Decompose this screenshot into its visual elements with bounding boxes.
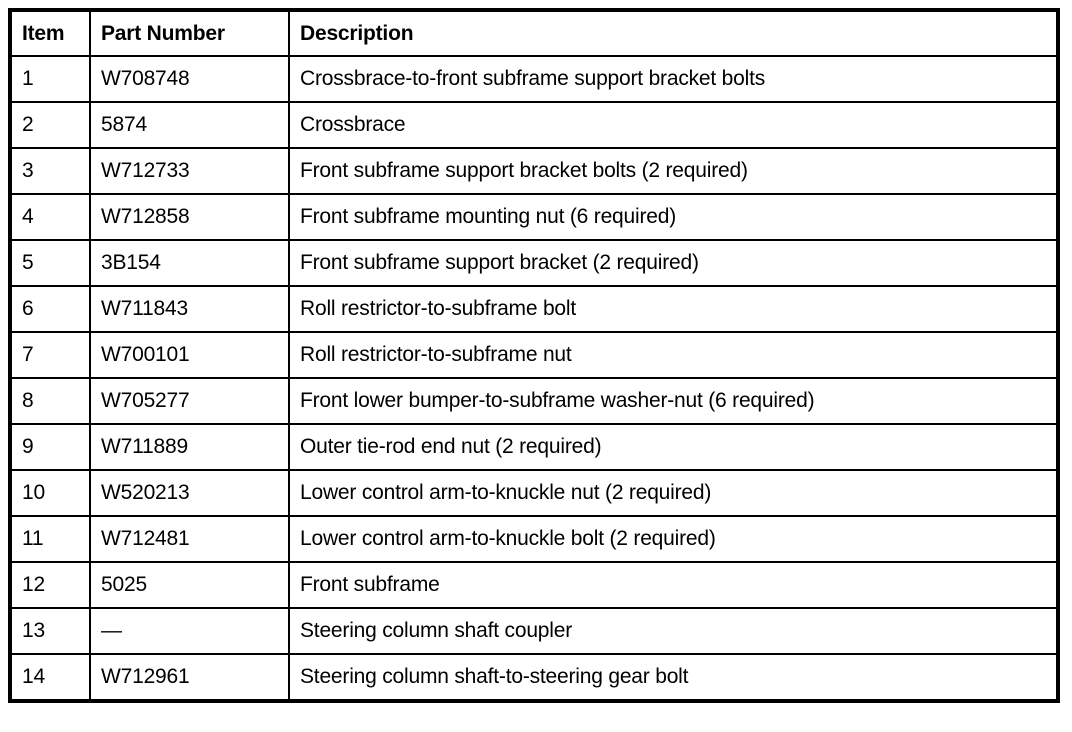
- cell-description: Roll restrictor-to-subframe nut: [288, 331, 1058, 379]
- cell-part-number: W712733: [89, 147, 290, 195]
- cell-part-number: W705277: [89, 377, 290, 425]
- cell-description: Lower control arm-to-knuckle bolt (2 req…: [288, 515, 1058, 563]
- table-header-row: Item Part Number Description: [10, 10, 1058, 57]
- cell-item: 7: [10, 331, 91, 379]
- cell-description: Steering column shaft coupler: [288, 607, 1058, 655]
- cell-description: Front subframe support bracket bolts (2 …: [288, 147, 1058, 195]
- cell-item: 12: [10, 561, 91, 609]
- cell-description: Outer tie-rod end nut (2 required): [288, 423, 1058, 471]
- cell-part-number: 3B154: [89, 239, 290, 287]
- cell-part-number: W700101: [89, 331, 290, 379]
- cell-part-number: W708748: [89, 55, 290, 103]
- cell-description: Crossbrace-to-front subframe support bra…: [288, 55, 1058, 103]
- cell-item: 2: [10, 101, 91, 149]
- cell-item: 10: [10, 469, 91, 517]
- column-header-description: Description: [288, 10, 1058, 57]
- table-header: Item Part Number Description: [10, 10, 1058, 57]
- cell-item: 8: [10, 377, 91, 425]
- cell-description: Lower control arm-to-knuckle nut (2 requ…: [288, 469, 1058, 517]
- cell-description: Front subframe mounting nut (6 required): [288, 193, 1058, 241]
- cell-part-number: W712481: [89, 515, 290, 563]
- cell-description: Crossbrace: [288, 101, 1058, 149]
- cell-description: Steering column shaft-to-steering gear b…: [288, 653, 1058, 701]
- table-row: 13—Steering column shaft coupler: [10, 607, 1058, 655]
- cell-part-number: W712858: [89, 193, 290, 241]
- cell-description: Front subframe support bracket (2 requir…: [288, 239, 1058, 287]
- cell-item: 5: [10, 239, 91, 287]
- cell-item: 3: [10, 147, 91, 195]
- cell-part-number: 5025: [89, 561, 290, 609]
- cell-description: Roll restrictor-to-subframe bolt: [288, 285, 1058, 333]
- column-header-part-number: Part Number: [89, 10, 290, 57]
- cell-item: 14: [10, 653, 91, 701]
- cell-part-number: 5874: [89, 101, 290, 149]
- column-header-item: Item: [10, 10, 91, 57]
- cell-part-number: W712961: [89, 653, 290, 701]
- cell-item: 11: [10, 515, 91, 563]
- cell-description: Front lower bumper-to-subframe washer-nu…: [288, 377, 1058, 425]
- cell-item: 4: [10, 193, 91, 241]
- cell-item: 6: [10, 285, 91, 333]
- cell-description: Front subframe: [288, 561, 1058, 609]
- cell-part-number: —: [89, 607, 290, 655]
- cell-item: 1: [10, 55, 91, 103]
- cell-item: 9: [10, 423, 91, 471]
- cell-part-number: W711843: [89, 285, 290, 333]
- cell-part-number: W711889: [89, 423, 290, 471]
- cell-item: 13: [10, 607, 91, 655]
- cell-part-number: W520213: [89, 469, 290, 517]
